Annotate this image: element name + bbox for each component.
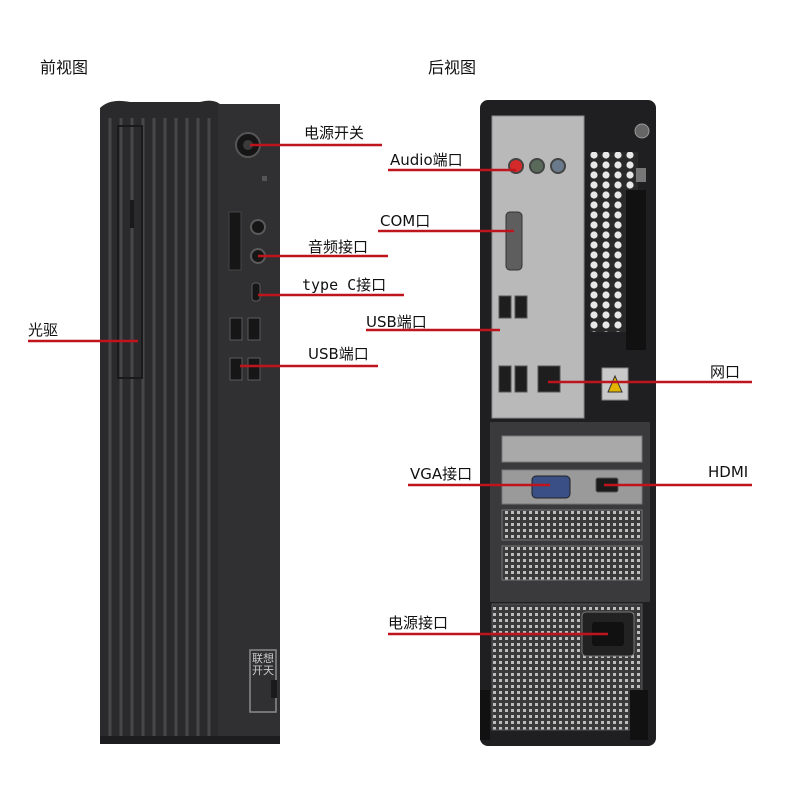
label-power-inlet: 电源接口	[388, 614, 449, 632]
slot-cover-2	[501, 509, 643, 541]
lock-hole	[636, 168, 646, 182]
label-audio-jack: 音频接口	[308, 238, 369, 256]
front-ribs	[108, 118, 211, 736]
front-view-title: 前视图	[40, 58, 89, 77]
audio-out-jack	[529, 158, 545, 174]
vga-port	[531, 475, 571, 499]
com-port	[505, 211, 523, 271]
back-chassis	[480, 100, 656, 746]
slot-cover-1	[501, 435, 643, 463]
label-type-c: type C接口	[302, 276, 387, 294]
label-hdmi: HDMI	[708, 463, 749, 481]
rear-usb-ports-upper	[498, 295, 528, 319]
back-view-title: 后视图	[428, 58, 477, 77]
front-type-c-port	[251, 282, 261, 302]
optical-eject	[130, 200, 134, 228]
label-optical-drive: 光驱	[28, 321, 59, 339]
brand-text: 联想开天	[252, 652, 274, 677]
rear-usb-ports-lower	[498, 365, 528, 393]
card-reader-slot	[228, 211, 242, 271]
hdd-led	[262, 176, 267, 181]
audio-in-jack	[550, 158, 566, 174]
label-lan: 网口	[710, 363, 741, 381]
optical-drive-bay	[117, 125, 143, 379]
thumb-screw	[634, 123, 650, 139]
front-base	[100, 736, 280, 744]
rear-slot-bar	[626, 190, 646, 350]
label-com: COM口	[380, 212, 431, 230]
front-side-panel	[218, 104, 280, 744]
front-chassis	[100, 100, 280, 744]
leader-lines	[28, 143, 752, 636]
label-rear-usb: USB端口	[366, 313, 427, 331]
label-vga: VGA接口	[410, 465, 473, 483]
front-usb-ports	[229, 317, 261, 381]
slot-cover-3	[501, 545, 643, 581]
label-power-switch: 电源开关	[304, 124, 365, 142]
label-front-usb: USB端口	[308, 345, 369, 363]
lan-port	[537, 365, 561, 393]
graphics-bracket	[501, 469, 643, 505]
label-audio: Audio端口	[390, 151, 463, 169]
front-audio-jack-1	[250, 219, 266, 235]
